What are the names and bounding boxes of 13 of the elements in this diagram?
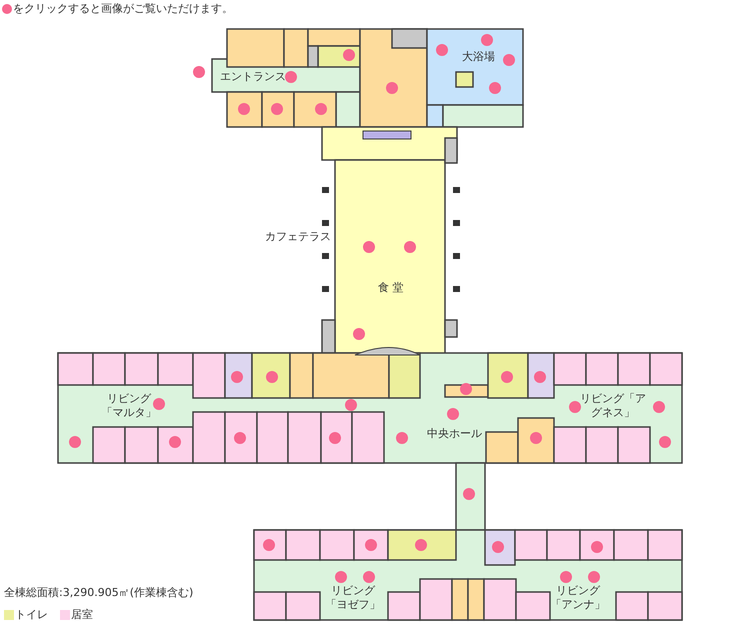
area-label: カフェテラス bbox=[265, 230, 331, 244]
legend-text: トイレ bbox=[15, 607, 48, 622]
room-label: 大浴場 bbox=[462, 50, 495, 64]
room-label: エントランス bbox=[220, 70, 286, 84]
room-label: リビング「マルタ」 bbox=[100, 392, 158, 420]
legend-text: をクリックすると画像がご覧いただけます。 bbox=[13, 1, 233, 16]
room-label: 中央ホール bbox=[427, 427, 482, 441]
room-label: リビング「アグネス」 bbox=[579, 392, 647, 420]
room-label: 食 堂 bbox=[378, 281, 404, 295]
floor-area-note: 全棟総面積:3,290.905㎡(作業棟含む) bbox=[4, 586, 194, 600]
room-label: リビング「アンナ」 bbox=[550, 584, 606, 612]
legend-text: 居室 bbox=[71, 607, 93, 622]
room-label: リビング「ヨゼフ」 bbox=[324, 584, 382, 612]
